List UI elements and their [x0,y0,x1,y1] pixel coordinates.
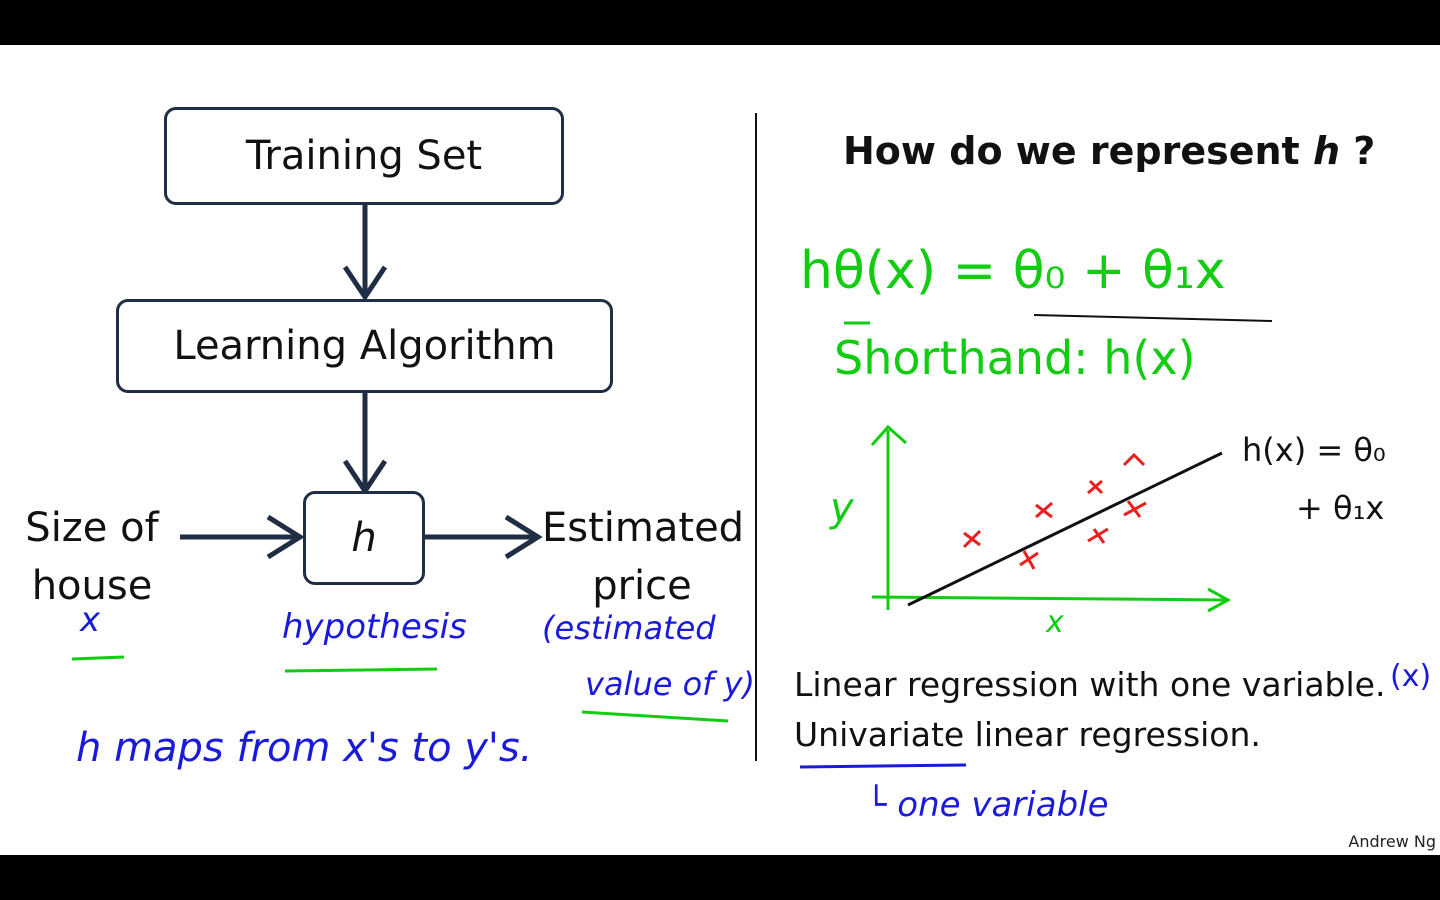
regression-graph [799,314,1273,769]
line-label-1: h(x) = θ₀ [1242,431,1386,469]
one-var-x-annotation: (x) [1390,659,1432,694]
graph-x-label: x [1046,605,1064,640]
hypothesis-underline [284,667,438,673]
line-label-2: + θ₁x [1296,489,1385,527]
training-set-label: Training Set [245,133,483,179]
question-prefix: How do we represent [843,129,1313,173]
graph-y-label: y [830,485,854,531]
shorthand-annotation: Shorthand: h(x) [834,331,1196,385]
arrowhead-training-to-algorithm [342,265,388,302]
question-title: How do we represent h ? [843,129,1375,173]
data-point-5 [1087,527,1109,544]
question-var: h [1312,129,1341,173]
arrowhead-h-to-output [504,514,543,560]
hypothesis-annotation: hypothesis [282,607,467,647]
x-annotation: x [80,600,101,640]
input-label: Size of house [22,499,162,615]
learning-algorithm-box: Learning Algorithm [116,299,613,393]
estimated-value-annotation-1: (estimated [542,609,716,647]
learning-algorithm-label: Learning Algorithm [173,323,556,369]
data-point-3 [1035,501,1053,519]
data-points [962,452,1147,570]
slide: Training Set Learning Algorithm h Size o… [0,45,1440,855]
maps-annotation: h maps from x's to y's. [76,725,533,771]
arrowhead-input-to-h [266,514,305,560]
flowchart-arrows [180,113,757,761]
question-suffix: ? [1340,129,1376,173]
hypothesis-box-label: h [351,515,377,561]
training-set-box: Training Set [164,107,564,205]
y-axis-arrowhead [870,424,907,446]
estimated-value-annotation-2: value of y) [585,665,756,703]
one-variable-annotation: └ one variable [866,785,1109,825]
author-credit: Andrew Ng [1348,832,1436,851]
data-point-6 [1123,500,1147,518]
hypothesis-formula: hθ(x) = θ₀ + θ₁x [800,241,1226,301]
input-label-line1: Size of [25,505,159,551]
linear-regression-line1: Linear regression with one variable. [794,665,1386,704]
formula-underline-rhs [1033,314,1273,322]
estimated-underline [581,710,729,723]
left-underlines [71,655,729,723]
hypothesis-box: h [303,491,425,585]
input-label-line2: house [31,563,153,609]
x-axis [871,595,1227,602]
data-point-7 [1122,452,1146,467]
univariate-underline [799,763,967,769]
data-point-4 [1087,479,1104,495]
output-label: Estimated price [542,499,745,615]
linear-regression-line2: Univariate linear regression. [794,715,1261,754]
regression-line [907,451,1223,607]
x-axis-arrowhead [1207,587,1232,613]
data-point-1 [962,529,982,549]
data-point-2 [1019,550,1039,570]
output-label-line1: Estimated [542,505,745,551]
output-label-line2: price [592,563,692,609]
x-underline [71,655,125,661]
